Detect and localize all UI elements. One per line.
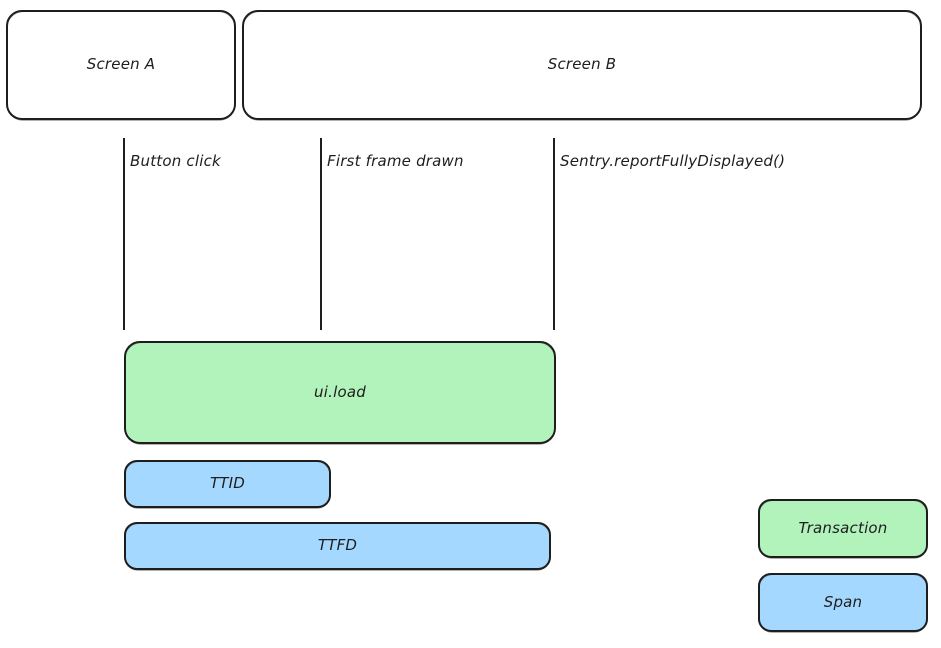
screen-b-box[interactable]: Screen B <box>242 10 922 121</box>
bar-ui-load[interactable]: ui.load <box>124 341 556 445</box>
marker-label-report-fully-displayed: Sentry.reportFullyDisplayed() <box>560 152 786 170</box>
screen-b-label: Screen B <box>547 55 617 74</box>
marker-line-button-click <box>123 138 125 330</box>
screen-a-box[interactable]: Screen A <box>6 10 236 121</box>
legend-item-transaction[interactable]: Transaction <box>758 499 928 559</box>
legend-transaction-label: Transaction <box>798 518 888 537</box>
legend-item-span[interactable]: Span <box>758 573 928 633</box>
marker-line-first-frame-drawn <box>320 138 322 330</box>
legend-span-label: Span <box>823 592 863 611</box>
bar-ttfd[interactable]: TTFD <box>124 522 551 571</box>
marker-label-first-frame-drawn: First frame drawn <box>327 152 464 170</box>
bar-ttfd-label: TTFD <box>317 536 358 555</box>
bar-ttid-label: TTID <box>209 474 246 493</box>
bar-ttid[interactable]: TTID <box>124 460 331 509</box>
marker-label-button-click: Button click <box>130 152 221 170</box>
screen-a-label: Screen A <box>86 55 156 74</box>
bar-ui-load-label: ui.load <box>314 382 366 401</box>
marker-line-report-fully-displayed <box>553 138 555 330</box>
